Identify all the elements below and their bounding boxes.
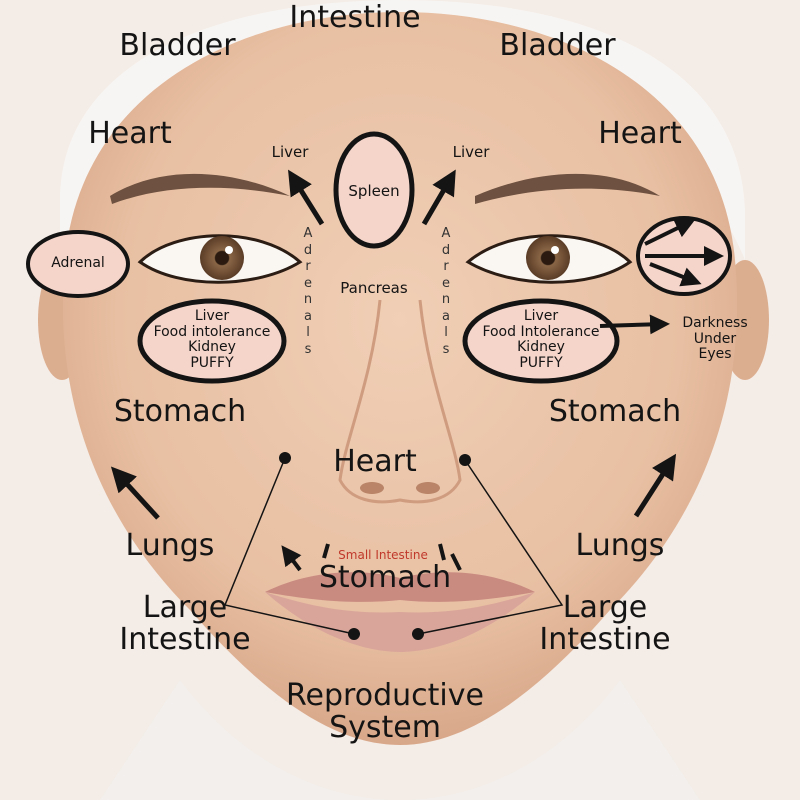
left-nostril [360, 482, 384, 494]
label-eye-right-group: Liver Food Intolerance Kidney PUFFY [466, 308, 616, 372]
label-heart-left: Heart [88, 116, 172, 151]
label-reproductive: Reproductive [286, 678, 484, 713]
arrow-to-liver-left [288, 169, 325, 226]
label-intestine-top: Intestine [289, 0, 421, 35]
label-eye-left-food: Food intolerance [153, 323, 271, 340]
label-intestine-left: Intestine [119, 621, 251, 657]
label-large-right: Large [562, 590, 648, 625]
connector-left [223, 457, 355, 635]
label-intestine-right: Intestine [539, 621, 671, 657]
face-skin [62, 12, 738, 745]
right-eyebrow [475, 173, 660, 204]
label-eye-left-group: Liver Food intolerance Kidney PUFFY [140, 308, 284, 372]
label-bladder-left: Bladder [119, 28, 236, 63]
label-large-intestine-right: Large Intestine [520, 592, 690, 655]
label-reproductive-system: Reproductive System [250, 680, 520, 743]
arrow-left-cheek [110, 466, 160, 520]
label-large-left: Large [142, 590, 228, 625]
tick-lip-2 [438, 543, 446, 561]
arrow-lip-left [281, 545, 302, 572]
arrow-to-liver-right [421, 169, 456, 226]
robe [100, 680, 700, 800]
label-eye-right-food: Food Intolerance [482, 323, 600, 340]
label-stomach-left: Stomach [113, 394, 247, 429]
label-eye-right-puffy: PUFFY [519, 355, 563, 372]
label-adrenal: Adrenal [51, 255, 105, 271]
left-iris [200, 236, 244, 280]
tick-lip-1 [322, 543, 330, 559]
upper-lip [265, 572, 535, 602]
lower-lip [265, 592, 535, 652]
label-stomach-mouth: Stomach [318, 560, 452, 595]
label-small-intestine: Small Intestine [338, 548, 428, 562]
label-large-intestine-left: Large Intestine [100, 592, 270, 655]
arrow-right-cheek [633, 453, 677, 518]
label-eye-left-kidney: Kidney [188, 339, 236, 356]
spleen-oval [333, 131, 415, 249]
label-spleen: Spleen [348, 182, 400, 200]
label-bladder-right: Bladder [499, 28, 616, 63]
label-liver-right: Liver [452, 143, 490, 161]
right-eye-highlight [551, 246, 559, 254]
label-lungs-right: Lungs [575, 528, 665, 563]
bubble-arrow-up [644, 219, 696, 246]
label-liver-left: Liver [271, 143, 309, 161]
label-pancreas: Pancreas [340, 279, 408, 297]
label-eye-right-kidney: Kidney [517, 339, 565, 356]
right-eye-oval [462, 298, 620, 384]
connector-right [417, 459, 564, 635]
adrenal-oval [26, 230, 130, 298]
left-eyebrow [110, 173, 290, 204]
label-eye-left-puffy: PUFFY [190, 355, 234, 372]
right-nostril [416, 482, 440, 494]
label-eyes: Eyes [698, 346, 732, 363]
left-eye-oval [137, 298, 287, 384]
nose [338, 299, 462, 504]
label-under: Under [693, 330, 737, 347]
label-heart-nose: Heart [333, 444, 417, 479]
label-eye-right-liver: Liver [523, 308, 559, 324]
label-darkness: Darkness [682, 315, 748, 331]
right-iris [526, 236, 570, 280]
label-heart-right: Heart [598, 116, 682, 151]
label-system: System [329, 709, 441, 745]
tick-lip-3 [450, 553, 462, 571]
label-lungs-left: Lungs [125, 528, 215, 563]
arrow-to-darkness [599, 314, 670, 335]
bubble-arrow-down [649, 262, 702, 287]
label-darkness-group: Darkness Under Eyes [670, 315, 760, 363]
label-eye-left-liver: Liver [194, 308, 230, 324]
left-eye-highlight [225, 246, 233, 254]
label-stomach-right: Stomach [548, 394, 682, 429]
